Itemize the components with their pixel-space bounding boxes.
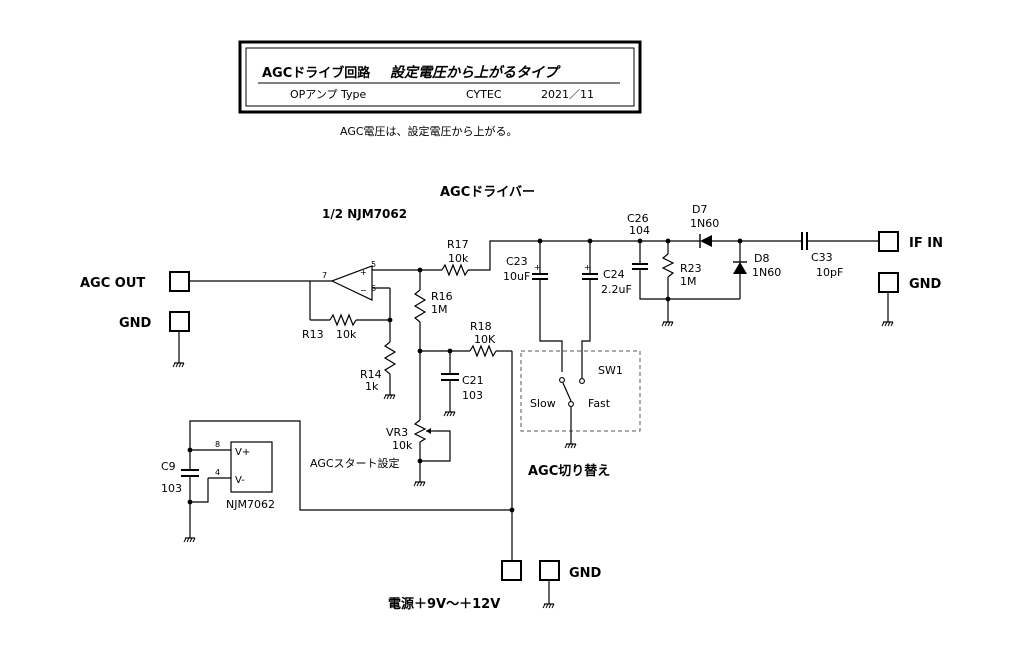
svg-text:4: 4 (215, 468, 220, 477)
c9-ref: C9 (161, 460, 176, 473)
c24-value: 2.2uF (601, 283, 632, 296)
svg-text:AGC OUT: AGC OUT (80, 276, 145, 291)
r16-value: 1M (431, 303, 448, 316)
svg-text:NJM7062: NJM7062 (226, 498, 275, 511)
vr3-value: 10k (392, 439, 413, 452)
svg-text:電源＋9V～＋12V: 電源＋9V～＋12V (388, 596, 500, 612)
c26-ref: C26 (627, 212, 649, 225)
svg-text:GND: GND (119, 316, 152, 331)
c21-value: 103 (462, 389, 483, 402)
sw1-box (520, 350, 641, 432)
svg-text:GND: GND (909, 277, 942, 292)
c23-ref: C23 (506, 255, 528, 268)
c21-ref: C21 (462, 374, 484, 387)
r18-value: 10K (474, 333, 496, 346)
r14-value: 1k (365, 380, 379, 393)
svg-text:+: + (534, 263, 541, 272)
note-text: AGC電圧は、設定電圧から上がる。 (340, 124, 518, 138)
port-if-in[interactable]: IF IN (878, 231, 943, 252)
d8-value: 1N60 (752, 266, 781, 279)
d7-ref: D7 (692, 203, 707, 216)
sw1-lever[interactable] (562, 382, 572, 402)
port-power[interactable]: 電源＋9V～＋12V (388, 560, 522, 612)
c9-value: 103 (161, 482, 182, 495)
svg-text:V-: V- (235, 475, 245, 486)
port-gnd-right[interactable]: GND (878, 272, 942, 327)
section-label: AGCドライバー (440, 185, 535, 200)
r23-ref: R23 (680, 262, 702, 275)
r13-symbol (329, 313, 357, 327)
d7-value: 1N60 (690, 217, 719, 230)
title-right: 設定電圧から上がるタイプ (390, 64, 561, 81)
r18-symbol (469, 344, 497, 358)
r23-value: 1M (680, 275, 697, 288)
vr3-desc: AGCスタート設定 (310, 456, 400, 470)
svg-text:V+: V+ (235, 447, 250, 458)
title-date: 2021／11 (541, 88, 594, 101)
svg-text:−: − (360, 286, 367, 295)
vr3-symbol (413, 419, 427, 443)
r13-value: 10k (336, 328, 357, 341)
r18-ref: R18 (470, 320, 492, 333)
r23-symbol (661, 253, 675, 278)
title-left: AGCドライブ回路 (262, 65, 371, 81)
svg-text:8: 8 (215, 440, 220, 449)
r17-ref: R17 (447, 238, 469, 251)
c33-value: 10pF (816, 266, 843, 279)
svg-text:+: + (584, 263, 591, 272)
r14-ref: R14 (360, 368, 382, 381)
port-gnd-bottom[interactable]: GND (539, 560, 602, 609)
r17-symbol (441, 263, 469, 277)
svg-text:5: 5 (371, 260, 376, 269)
opamp-label: 1/2 NJM7062 (322, 207, 407, 221)
c33-ref: C33 (811, 251, 833, 264)
c23-value: 10uF (503, 270, 530, 283)
r17-value: 10k (448, 252, 469, 265)
port-gnd-left[interactable]: GND (119, 311, 190, 368)
d7-symbol (699, 234, 712, 248)
r13-ref: R13 (302, 328, 324, 341)
sw1-fast: Fast (588, 397, 611, 410)
sw1-slow: Slow (530, 397, 556, 410)
r14-symbol (383, 341, 397, 375)
title-type: OPアンプ Type (290, 88, 367, 101)
r16-ref: R16 (431, 290, 453, 303)
vr3-ref: VR3 (386, 426, 408, 439)
svg-text:GND: GND (569, 566, 602, 581)
sw1-caption: AGC切り替え (528, 463, 610, 479)
title-company: CYTEC (466, 88, 502, 101)
port-agc-out[interactable]: AGC OUT (80, 271, 190, 292)
sw1-ref: SW1 (598, 364, 623, 377)
r16-symbol (413, 289, 427, 323)
opamp-u1: + − 7 5 6 (322, 260, 376, 301)
ic-power: V+ V- 8 4 NJM7062 (215, 440, 275, 511)
svg-text:+: + (360, 268, 367, 277)
c26-value: 104 (629, 224, 650, 237)
c24-ref: C24 (603, 268, 625, 281)
svg-text:7: 7 (322, 271, 327, 280)
d8-symbol (733, 261, 747, 274)
svg-text:IF IN: IF IN (909, 236, 943, 251)
title-block: AGCドライブ回路 設定電圧から上がるタイプ OPアンプ Type CYTEC … (238, 40, 642, 114)
d8-ref: D8 (754, 252, 769, 265)
